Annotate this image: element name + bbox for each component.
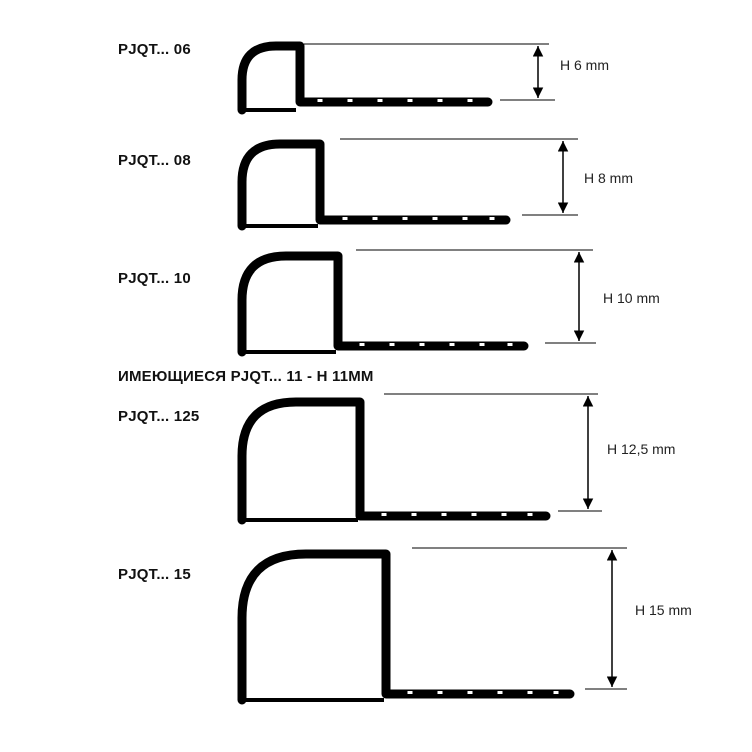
- height-label-08: H 8 mm: [584, 170, 633, 186]
- profile-08-ribs: [342, 217, 495, 220]
- profile-125-ribs: [381, 513, 533, 516]
- profile-125-drawing: [237, 393, 602, 525]
- profile-code-10: PJQT... 10: [118, 270, 191, 287]
- height-label-06: H 6 mm: [560, 57, 609, 73]
- profile-15-ribs: [407, 691, 559, 694]
- profile-code-08: PJQT... 08: [118, 152, 191, 169]
- availability-note: ИМЕЮЩИЕСЯ PJQT... 11 - H 11MM: [118, 368, 374, 385]
- profile-10-drawing: [237, 249, 596, 357]
- profile-06-drawing: [237, 41, 555, 115]
- profile-08-drawing: [237, 138, 578, 231]
- height-label-125: H 12,5 mm: [607, 441, 676, 457]
- profile-code-125: PJQT... 125: [118, 408, 200, 425]
- profile-15-shape: [237, 549, 575, 705]
- profile-08-shape: [237, 139, 511, 231]
- profile-125-shape: [237, 397, 551, 525]
- profile-code-06: PJQT... 06: [118, 41, 191, 58]
- profile-15-drawing: [237, 547, 627, 705]
- height-label-10: H 10 mm: [603, 290, 660, 306]
- profile-10-ribs: [359, 343, 513, 346]
- profile-10-shape: [237, 251, 529, 357]
- profile-06-ribs: [317, 99, 473, 102]
- profile-code-15: PJQT... 15: [118, 566, 191, 583]
- height-label-15: H 15 mm: [635, 602, 692, 618]
- profile-06-shape: [237, 41, 493, 115]
